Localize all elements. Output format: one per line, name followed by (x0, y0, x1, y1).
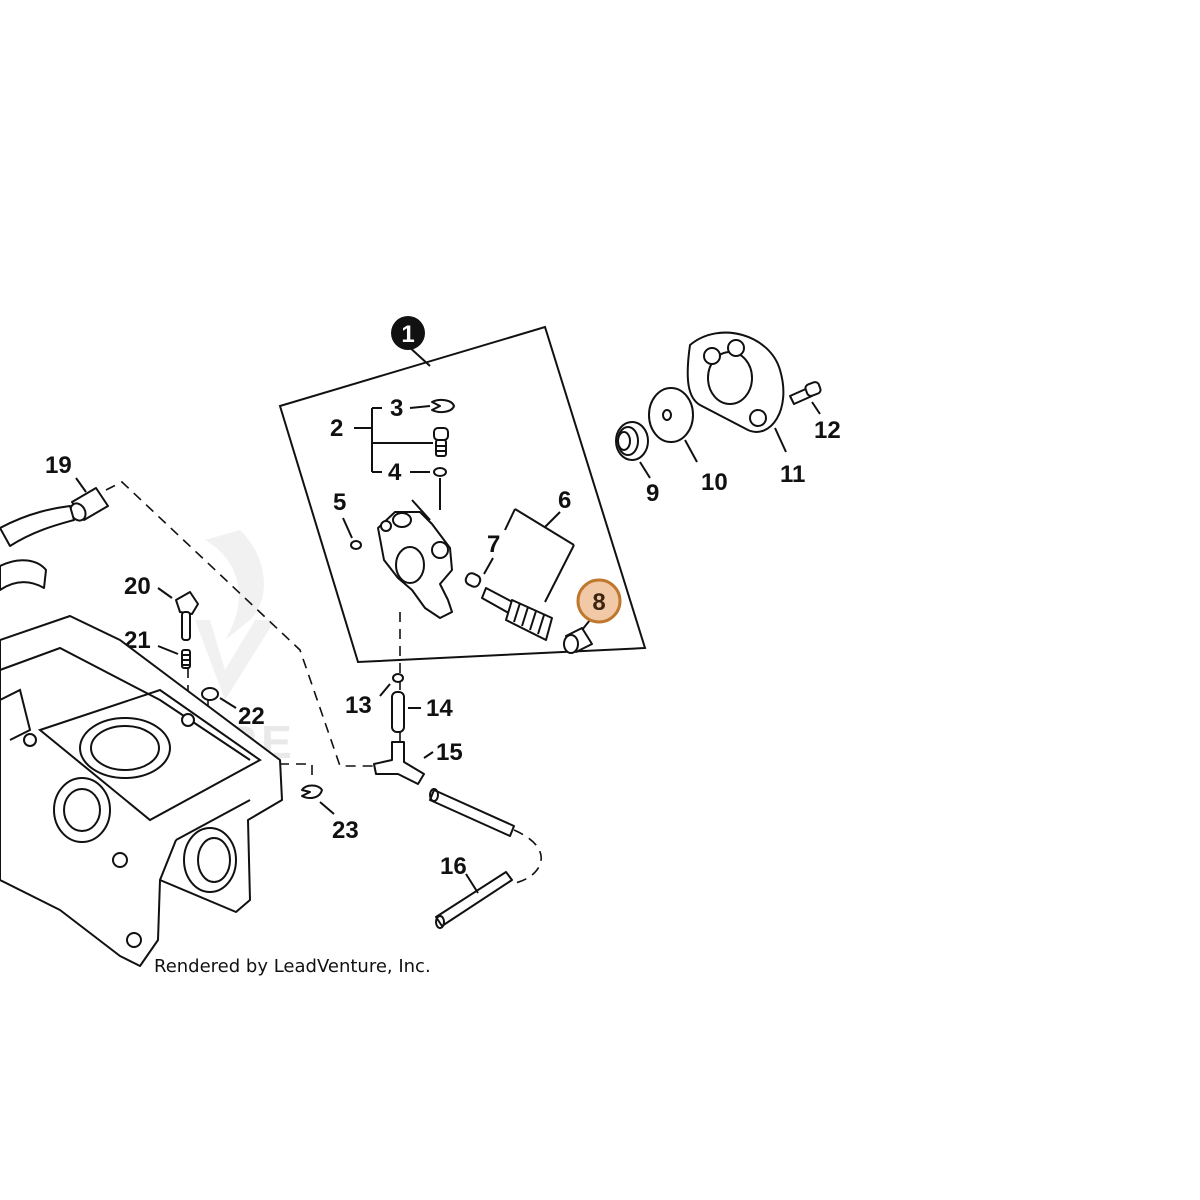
spring-part-21 (181, 649, 191, 669)
tube-part-14 (391, 691, 405, 733)
fitting-part-19 (0, 487, 109, 591)
callout-1[interactable]: 1 (401, 321, 414, 348)
callout-15[interactable]: 15 (436, 739, 463, 766)
callout-6[interactable]: 6 (558, 487, 571, 514)
e-clip-part-3 (431, 398, 455, 414)
callout-8-highlight (576, 578, 622, 624)
kit-frame: 1 (278, 316, 647, 664)
cover-plate-part-11 (686, 331, 785, 433)
bracket-2 (354, 405, 433, 473)
o-ring-part-4 (433, 467, 447, 477)
screw-part-12 (789, 381, 822, 405)
callout-8[interactable]: 8 (592, 589, 605, 616)
oil-pump-body (377, 478, 453, 619)
callout-14[interactable]: 14 (426, 695, 453, 722)
worm-shaft-part-6 (481, 587, 553, 641)
o-ring-part-5 (350, 540, 362, 550)
cap-part-8 (563, 627, 593, 654)
credit-text: Rendered by LeadVenture, Inc. (154, 956, 431, 977)
bracket-6 (504, 508, 575, 603)
o-ring-part-13 (392, 673, 404, 683)
callout-16[interactable]: 16 (440, 853, 467, 880)
callout-13[interactable]: 13 (345, 692, 372, 719)
callout-9[interactable]: 9 (646, 480, 659, 507)
callout-22[interactable]: 22 (238, 703, 265, 730)
crankcase-housing (0, 615, 283, 967)
callout-19[interactable]: 19 (45, 452, 72, 479)
callout-1-badge (391, 316, 425, 350)
hose-part-16 (429, 788, 542, 929)
screw-part-2 (433, 427, 449, 457)
callout-20[interactable]: 20 (124, 573, 151, 600)
o-ring-part-22 (201, 687, 219, 701)
callout-7[interactable]: 7 (487, 531, 500, 558)
e-clip-part-23 (301, 784, 323, 799)
callout-11[interactable]: 11 (780, 461, 805, 488)
callout-10[interactable]: 10 (701, 469, 728, 496)
callout-5[interactable]: 5 (333, 489, 346, 516)
pin-part-7 (464, 572, 482, 588)
callout-4[interactable]: 4 (388, 459, 402, 486)
fitting-part-20 (175, 591, 199, 641)
worm-gear-part-9 (615, 421, 649, 461)
callout-23[interactable]: 23 (332, 817, 359, 844)
washer-part-10 (648, 387, 694, 443)
callout-3[interactable]: 3 (390, 395, 403, 422)
tee-fitting-part-15 (373, 741, 425, 785)
callout-2[interactable]: 2 (330, 415, 343, 442)
callout-12[interactable]: 12 (814, 417, 841, 444)
